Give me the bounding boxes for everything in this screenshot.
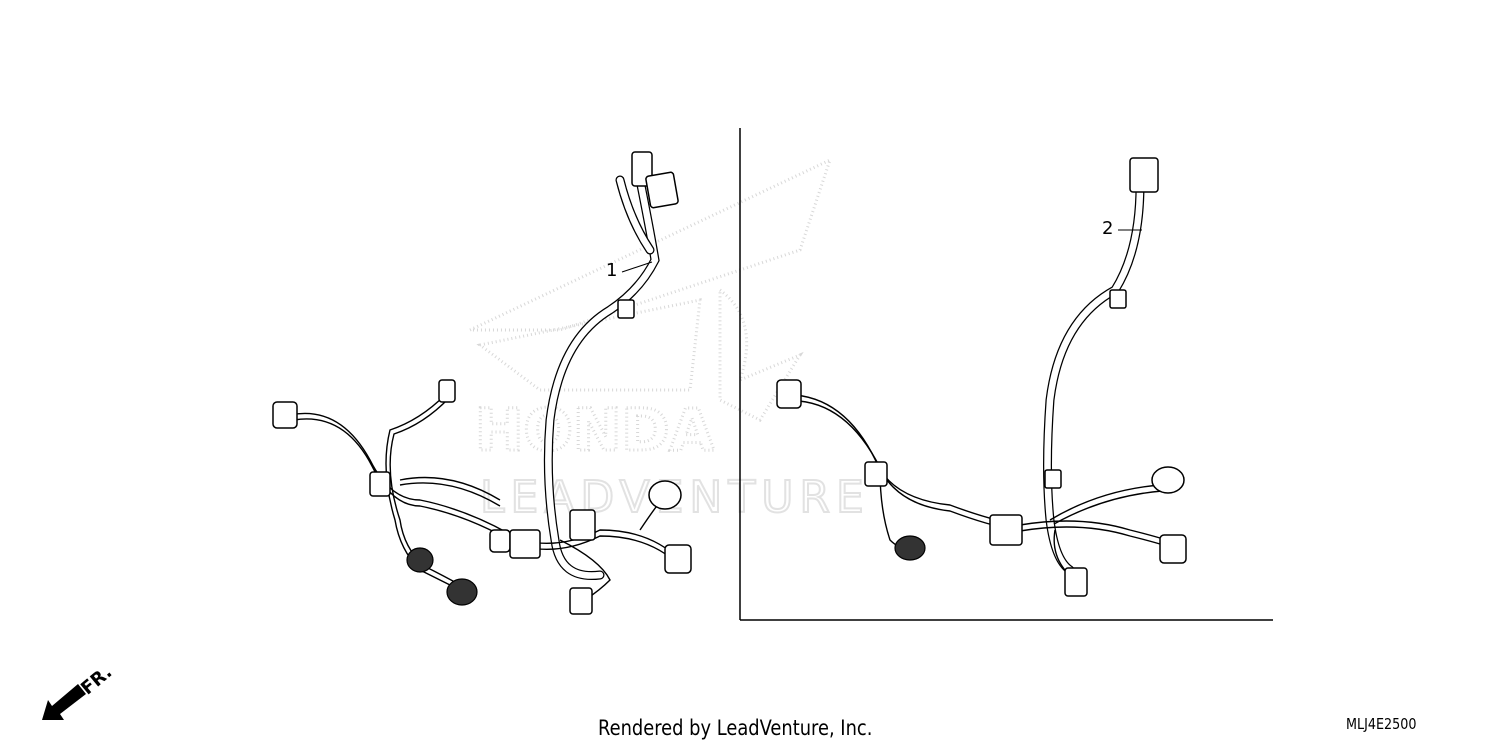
connector [1151,466,1185,494]
callout-1[interactable]: 1 [606,260,618,281]
wire-harness-part-1[interactable] [272,151,692,615]
connector [1159,534,1187,564]
connector [664,544,692,574]
connector [446,578,478,606]
connector [648,480,682,510]
connector [645,171,679,209]
clamp [1109,289,1127,309]
diagram-code: MLJ4E2500 [1346,715,1417,733]
footer-credit: Rendered by LeadVenture, Inc. [598,716,873,740]
connector [369,471,391,497]
connector [989,514,1023,546]
connector [489,529,511,553]
connector [1064,567,1088,597]
connector [864,461,888,487]
connector [1129,157,1159,193]
honda-watermark: HONDA LEADVENTURE [469,157,865,524]
arrow-down-left-icon [42,684,86,720]
connector [569,587,593,615]
connector [406,547,434,573]
connector [438,379,456,403]
connector [776,379,802,409]
connector [569,509,596,541]
connector [894,535,926,561]
clamp [617,299,635,319]
connector [272,401,298,429]
svg-text:HONDA: HONDA [475,396,715,464]
wire-harness-part-2[interactable] [776,157,1187,597]
clamp [1044,469,1062,489]
connector [509,529,541,559]
callout-2[interactable]: 2 [1102,218,1114,239]
